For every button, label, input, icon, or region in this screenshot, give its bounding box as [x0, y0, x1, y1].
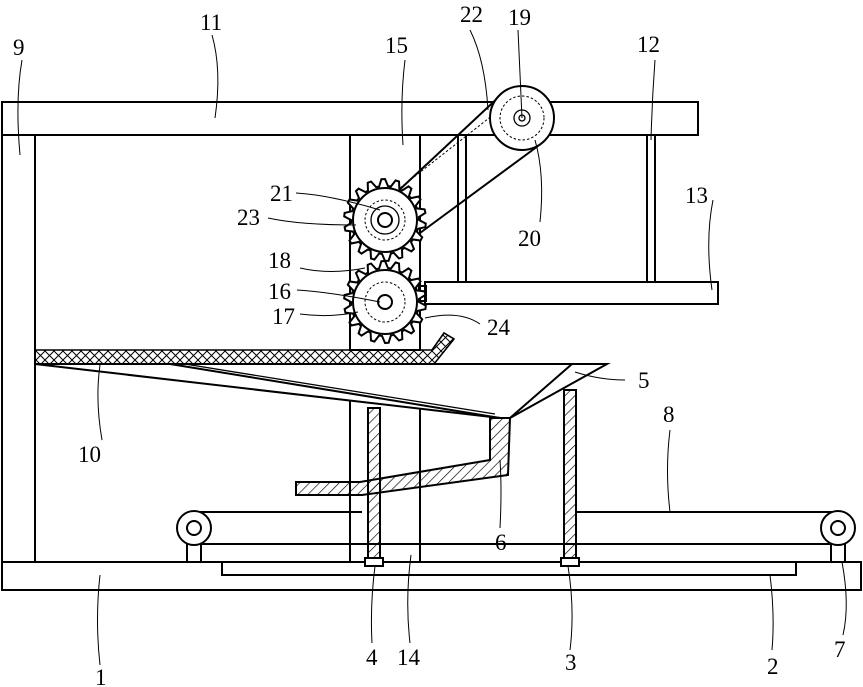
label-4: 4: [366, 645, 378, 670]
label-21: 21: [270, 181, 293, 206]
left-column: [2, 135, 35, 562]
label-18: 18: [268, 248, 291, 273]
label-16: 16: [268, 279, 291, 304]
top-beam: [2, 102, 698, 135]
foot-left: [365, 558, 383, 566]
label-9: 9: [13, 35, 25, 60]
label-7: 7: [834, 637, 846, 662]
label-5: 5: [638, 368, 650, 393]
gear-teeth: [344, 179, 426, 261]
label-24: 24: [487, 315, 511, 340]
label-15: 15: [385, 33, 408, 58]
left-roller: [177, 511, 211, 562]
label-13: 13: [685, 183, 708, 208]
chute: [296, 418, 510, 495]
label-10: 10: [78, 442, 101, 467]
label-2: 2: [767, 654, 779, 679]
right-roller: [821, 511, 855, 562]
hanger-rod-right: [647, 135, 655, 282]
support-leg-left: [368, 408, 380, 560]
label-3: 3: [565, 650, 577, 675]
label-22: 22: [460, 2, 483, 27]
foot-right: [561, 558, 579, 566]
label-20: 20: [518, 226, 541, 251]
gear-teeth: [344, 261, 426, 343]
label-14: 14: [397, 645, 421, 670]
lower-gear: [344, 261, 426, 343]
upper-gear: [344, 179, 426, 261]
label-8: 8: [663, 402, 675, 427]
label-23: 23: [237, 205, 260, 230]
hopper: [35, 364, 607, 418]
label-17: 17: [272, 304, 295, 329]
label-1: 1: [95, 665, 107, 687]
slide-rail: [222, 562, 796, 575]
support-leg-right: [564, 390, 576, 560]
guide-plate: [425, 282, 718, 304]
drive-belt-lower: [420, 146, 538, 233]
leader-lines: [18, 30, 846, 665]
label-11: 11: [200, 10, 222, 35]
label-19: 19: [508, 5, 531, 30]
hanger-rod-left: [458, 135, 466, 282]
label-6: 6: [495, 530, 507, 555]
label-12: 12: [637, 32, 660, 57]
